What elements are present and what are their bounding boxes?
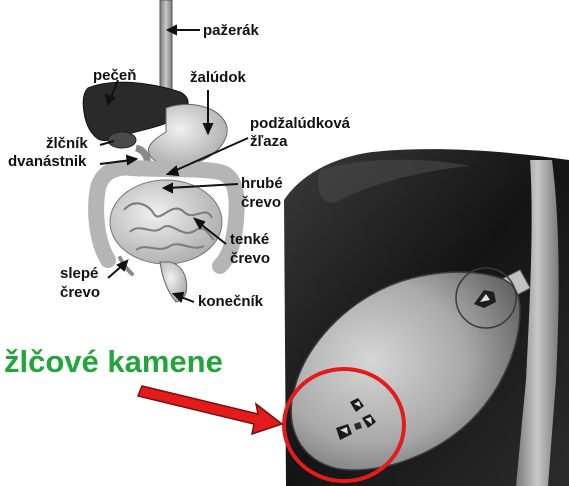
gallbladder-closeup bbox=[284, 149, 569, 486]
label-pancreas-line2: žľaza bbox=[250, 133, 288, 150]
red-arrow bbox=[138, 386, 282, 434]
label-pancreas-line1: podžalúdková bbox=[250, 115, 351, 132]
label-duodenum: dvanástnik bbox=[8, 153, 87, 170]
label-appendix-line2: črevo bbox=[60, 284, 100, 301]
label-gallbladder: žlčník bbox=[46, 135, 88, 152]
label-large-intestine-line1: hrubé bbox=[241, 175, 283, 192]
label-stomach: žalúdok bbox=[190, 69, 246, 86]
label-appendix-line1: slepé bbox=[60, 265, 98, 282]
label-esophagus: pažerák bbox=[203, 22, 260, 39]
label-small-intestine-line1: tenké bbox=[230, 231, 269, 248]
label-rectum: konečník bbox=[198, 293, 264, 310]
digestive-system-illustration bbox=[83, 0, 236, 302]
label-small-intestine-line2: črevo bbox=[230, 250, 270, 267]
small-gallbladder-shape bbox=[108, 132, 136, 148]
label-large-intestine-line2: črevo bbox=[241, 194, 281, 211]
label-liver: pečeň bbox=[93, 67, 136, 84]
gallstones-title: žlčové kamene bbox=[4, 344, 223, 379]
